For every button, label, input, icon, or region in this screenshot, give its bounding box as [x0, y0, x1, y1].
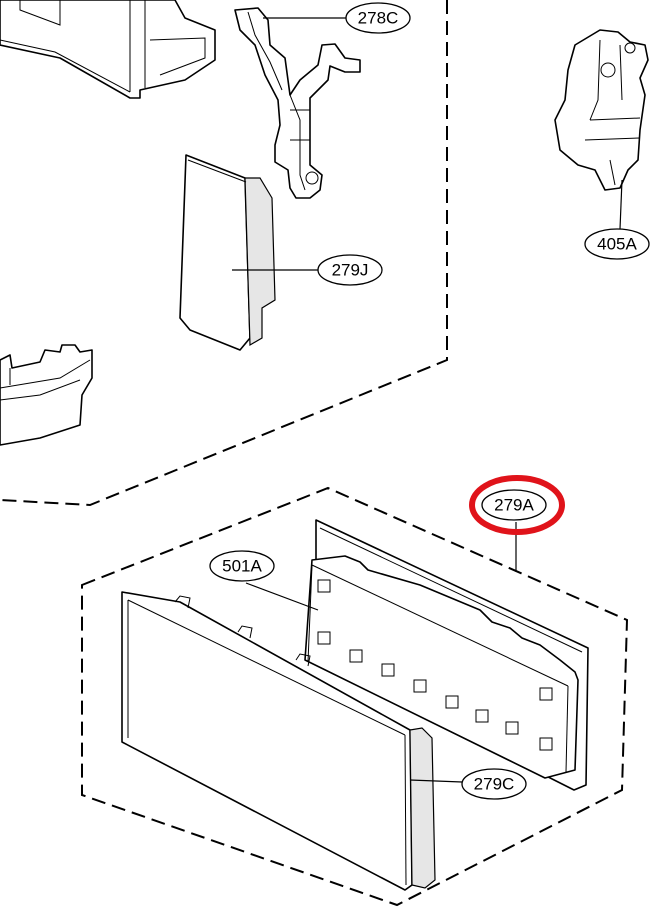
- callout-278c: 278C: [345, 2, 411, 34]
- callout-label-405a: 405A: [597, 235, 637, 254]
- front-cover-part-279c: [121, 591, 436, 891]
- highlight-ring: [469, 475, 565, 535]
- callout-label-278c: 278C: [358, 9, 399, 28]
- upper-assembly-boundary: [0, 0, 448, 507]
- callout-label-501a: 501A: [222, 557, 262, 576]
- callout-279a: 279A: [469, 475, 565, 535]
- callout-label-279a: 279A: [494, 496, 534, 515]
- latch-assembly-405a: [554, 29, 649, 191]
- callout-279j: 279J: [317, 254, 383, 286]
- board-button-pads: [317, 579, 553, 751]
- bracket-part-278c: [234, 7, 361, 199]
- callout-label-279j: 279J: [332, 261, 369, 280]
- callout-label-279c: 279C: [474, 775, 515, 794]
- callout-501a: 501A: [209, 550, 275, 582]
- top-left-housing-part: [0, 0, 216, 99]
- left-bracket-part: [0, 344, 93, 446]
- cover-part-279j: [179, 154, 276, 351]
- lower-assembly-boundary: [81, 486, 629, 907]
- control-board-part-501a: [304, 555, 579, 779]
- callout-405a: 405A: [584, 228, 650, 260]
- callout-279c: 279C: [461, 768, 527, 800]
